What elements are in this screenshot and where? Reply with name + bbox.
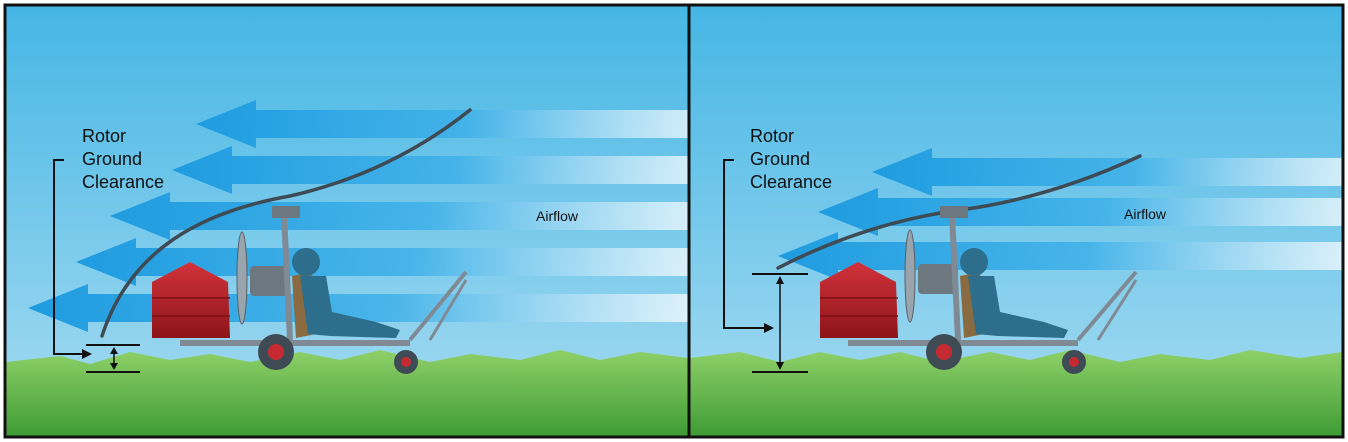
pilot-helmet-icon (960, 248, 988, 276)
rotor-clearance-label: Rotor Ground Clearance (750, 126, 832, 192)
pilot-helmet-icon (292, 248, 320, 276)
grass-right (690, 350, 1342, 436)
airflow-arrow (172, 146, 688, 194)
pilot-icon (968, 276, 1068, 338)
airflow-arrow (196, 100, 688, 148)
propeller-icon (904, 229, 916, 323)
grass-left (6, 350, 688, 436)
right-panel: Rotor Ground Clearance Airflow (690, 6, 1342, 436)
pilot-icon (300, 276, 400, 338)
clearance-indicator-left (53, 159, 140, 373)
engine-cowling-icon (152, 262, 230, 338)
rotor-clearance-label: Rotor Ground Clearance (82, 126, 164, 192)
gyroplane-icon (152, 206, 468, 374)
airflow-arrow (76, 238, 688, 286)
airflow-label: Airflow (536, 208, 579, 224)
gyroplane-icon (820, 206, 1138, 374)
airflow-label: Airflow (1124, 206, 1167, 222)
outer-border (3, 3, 1345, 439)
left-panel: Rotor Ground Clearance Airflow (6, 6, 688, 436)
propeller-icon (236, 231, 248, 325)
airflow-arrow (818, 188, 1342, 236)
engine-cowling-icon (820, 262, 898, 338)
rotor-blade-icon (100, 108, 472, 338)
clearance-indicator-right (723, 159, 808, 373)
